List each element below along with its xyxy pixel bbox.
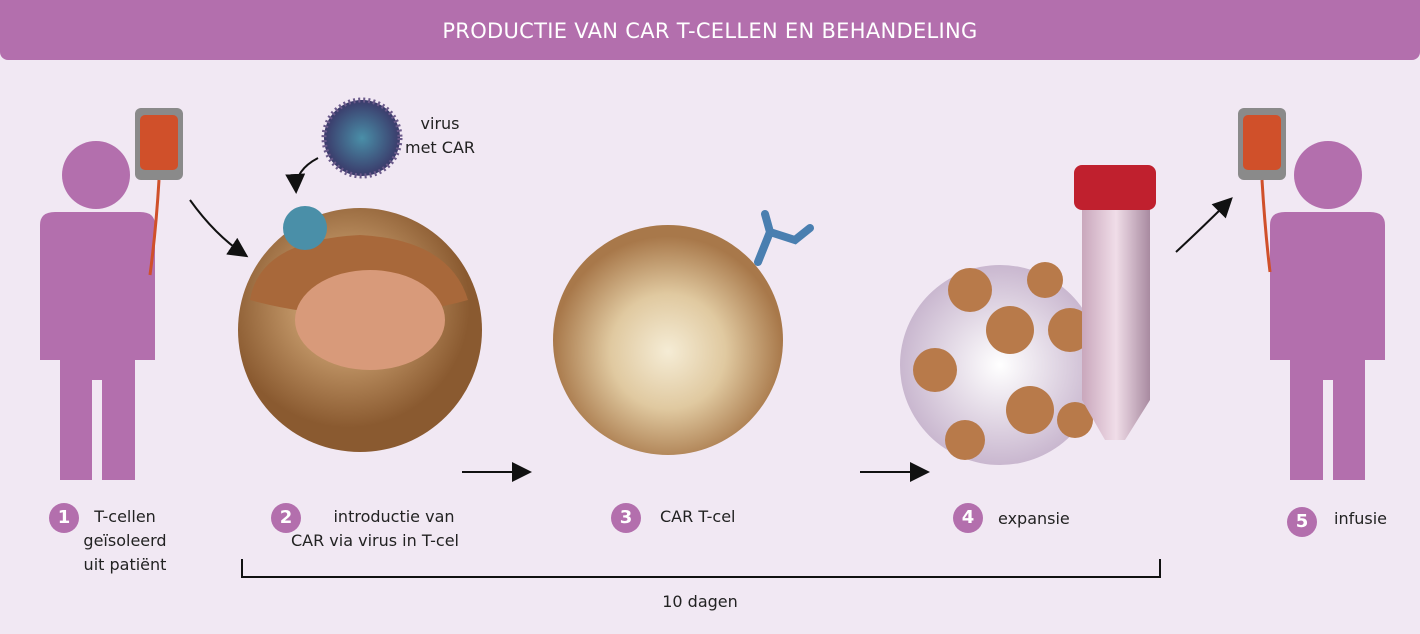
duration-label: 10 dagen (662, 592, 738, 611)
arrow-icon (189, 199, 249, 258)
expanded-cells (900, 262, 1100, 465)
step-label: CAR T-cel (660, 507, 736, 526)
patient-figure-left (40, 141, 155, 480)
patient-figure-right (1270, 141, 1385, 480)
step-label: expansie (998, 509, 1070, 528)
test-tube-icon (1074, 165, 1156, 440)
car-t-cell (553, 210, 814, 455)
step-number: 4 (953, 503, 983, 533)
page-title: PRODUCTIE VAN CAR T-CELLEN EN BEHANDELIN… (0, 0, 1420, 60)
duration-bracket (241, 559, 1161, 578)
arrow-icon (285, 157, 319, 194)
step-number: 2 (271, 503, 301, 533)
step-number: 3 (611, 503, 641, 533)
t-cell-with-virus (238, 206, 482, 452)
step-label: infusie (1334, 509, 1387, 528)
virus-icon (321, 97, 403, 179)
blood-bag-icon-left (135, 108, 183, 276)
step-number: 5 (1287, 507, 1317, 537)
step-number: 1 (49, 503, 79, 533)
arrow-icon (1175, 197, 1233, 253)
blood-bag-icon-right (1238, 108, 1286, 273)
